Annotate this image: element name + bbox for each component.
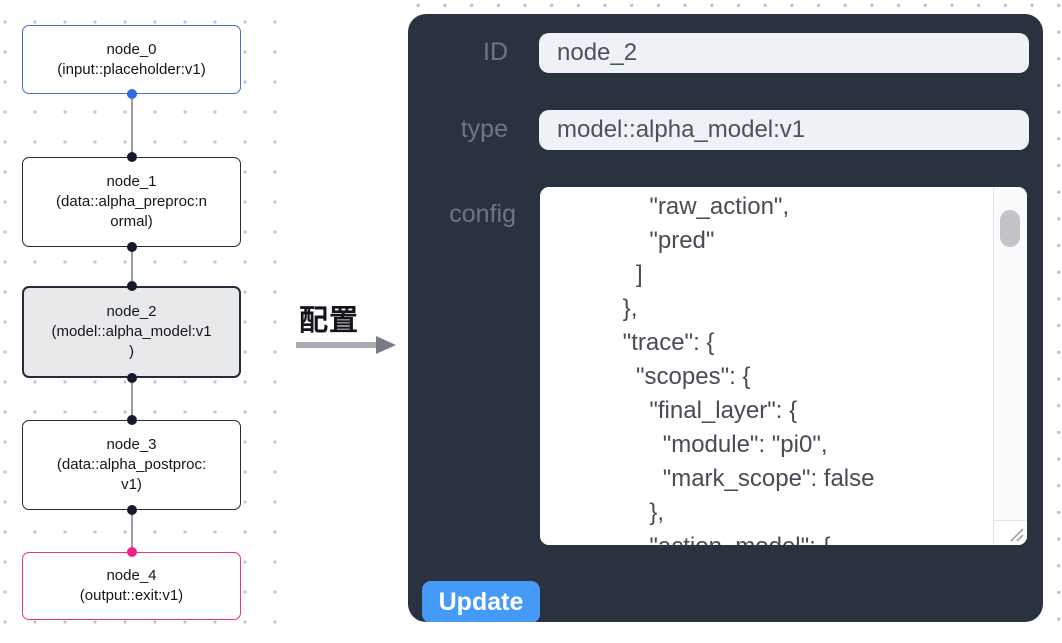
scrollbar-thumb[interactable] (1000, 210, 1020, 247)
config-textarea[interactable]: "raw_action", "pred" ] }, "trace": { "sc… (540, 187, 1027, 545)
node-subtitle: v1) (121, 476, 142, 493)
node-handle-target[interactable] (126, 547, 137, 557)
type-field-label: type (460, 115, 508, 143)
id-input[interactable] (539, 33, 1029, 73)
flow-node-node_0[interactable]: node_0 (input::placeholder:v1) (22, 25, 241, 94)
node-handle-target[interactable] (126, 281, 137, 291)
node-title: node_0 (106, 40, 157, 58)
type-input[interactable] (539, 110, 1029, 150)
node-subtitle: ) (129, 343, 134, 360)
node-subtitle: (output::exit:v1) (79, 587, 184, 604)
flow-edge (130, 378, 133, 421)
node-subtitle: (input::placeholder:v1) (57, 60, 206, 78)
arrow-right-icon (296, 336, 396, 354)
flow-node-node_3[interactable]: node_3 (data::alpha_postproc: v1) (22, 420, 241, 510)
config-panel: ID type config "raw_action", "pred" ] },… (408, 14, 1043, 622)
flow-edge (130, 247, 133, 287)
scrollbar-corner (993, 520, 1027, 545)
update-button[interactable]: Update (422, 581, 540, 622)
node-handle-source[interactable] (126, 373, 137, 383)
node-handle-source[interactable] (126, 505, 137, 515)
flow-node-node_1[interactable]: node_1 (data::alpha_preproc:n ormal) (22, 157, 241, 247)
flow-node-node_2[interactable]: node_2 (model::alpha_model:v1 ) (22, 286, 241, 378)
node-title: node_3 (106, 436, 157, 453)
node-handle-target[interactable] (126, 415, 137, 425)
flow-edge (130, 94, 133, 158)
node-subtitle: (data::alpha_preproc:n (56, 193, 207, 210)
config-field-label: config (449, 200, 516, 228)
resize-handle-icon[interactable] (1007, 525, 1025, 543)
node-title: node_2 (106, 303, 157, 320)
config-scrollbar[interactable] (993, 187, 1027, 545)
node-title: node_4 (106, 567, 157, 584)
node-handle-target[interactable] (126, 152, 137, 162)
config-arrow-label: 配置 (299, 305, 360, 337)
flow-edge (130, 510, 133, 553)
node-handle-source[interactable] (126, 242, 137, 252)
node-subtitle: ormal) (110, 213, 153, 230)
node-title: node_1 (106, 173, 157, 190)
config-json-text: "raw_action", "pred" ] }, "trace": { "sc… (622, 193, 875, 545)
flow-node-node_4[interactable]: node_4 (output::exit:v1) (22, 552, 241, 620)
node-subtitle: (model::alpha_model:v1 (51, 323, 212, 340)
id-field-label: ID (483, 38, 508, 66)
node-handle-source[interactable] (126, 89, 137, 99)
node-subtitle: (data::alpha_postproc: (56, 456, 207, 473)
